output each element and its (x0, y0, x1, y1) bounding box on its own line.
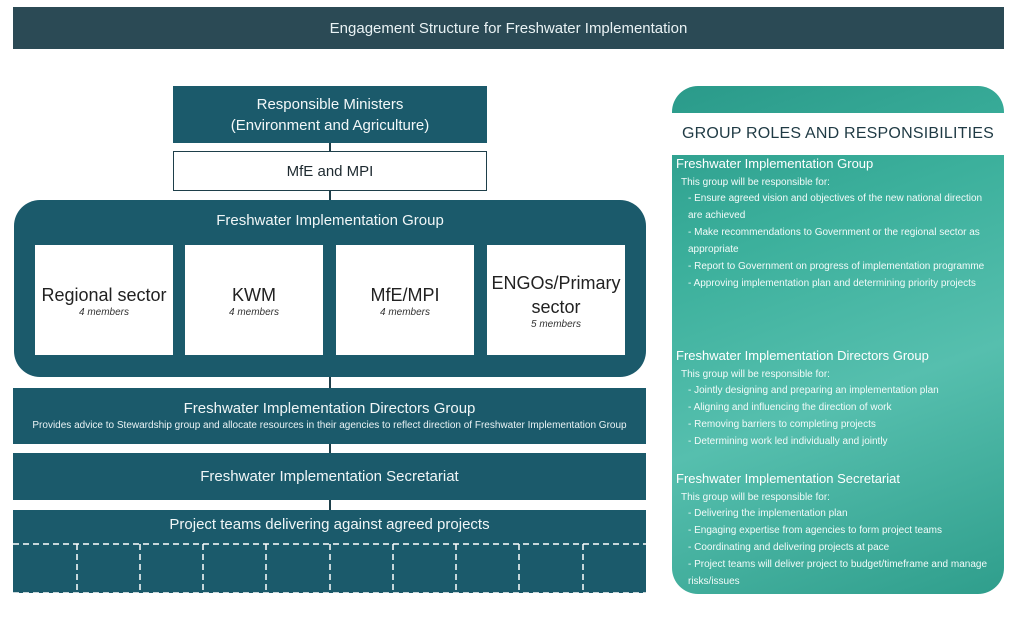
role-section-secretariat: Freshwater Implementation Secretariat Th… (672, 471, 1004, 590)
role-item: Determining work led individually and jo… (688, 433, 998, 450)
role-title: Freshwater Implementation Directors Grou… (676, 348, 929, 363)
role-item: Jointly designing and preparing an imple… (688, 382, 998, 399)
member-name: Regional sector (41, 284, 167, 305)
member-box-regional-sector: Regional sector 4 members (35, 245, 173, 355)
member-name: KWM (232, 284, 276, 305)
mfe-mpi-node: MfE and MPI (173, 151, 487, 191)
role-item: Report to Government on progress of impl… (688, 258, 998, 275)
role-list: Delivering the implementation plan Engag… (672, 505, 1004, 590)
directors-group-title: Freshwater Implementation Directors Grou… (183, 400, 476, 417)
role-item: Approving implementation plan and determ… (688, 275, 998, 292)
role-item: Project teams will deliver project to bu… (688, 556, 998, 590)
role-item: Aligning and influencing the direction o… (688, 399, 998, 416)
role-list: Jointly designing and preparing an imple… (672, 382, 1004, 450)
roles-heading: GROUP ROLES AND RESPONSIBILITIES (672, 113, 1004, 155)
ministers-line1: Responsible Ministers (256, 95, 404, 113)
role-section-directors-group: Freshwater Implementation Directors Grou… (672, 348, 1004, 450)
project-teams-node: Project teams delivering against agreed … (13, 510, 646, 593)
directors-group-node: Freshwater Implementation Directors Grou… (13, 388, 646, 444)
page-title: Engagement Structure for Freshwater Impl… (13, 7, 1004, 49)
project-team-slots (13, 543, 646, 593)
role-item: Ensure agreed vision and objectives of t… (688, 190, 998, 224)
role-title: Freshwater Implementation Secretariat (676, 471, 900, 486)
project-teams-title: Project teams delivering against agreed … (169, 516, 490, 533)
connector-line (329, 444, 331, 453)
implementation-group-title: Freshwater Implementation Group (216, 212, 444, 229)
member-count: 5 members (530, 318, 581, 330)
role-item: Removing barriers to completing projects (688, 416, 998, 433)
member-name: ENGOs/Primary sector (491, 272, 621, 317)
member-box-engos-primary-sector: ENGOs/Primary sector 5 members (487, 245, 625, 355)
connector-line (329, 191, 331, 200)
member-count: 4 members (228, 306, 279, 318)
role-section-implementation-group: Freshwater Implementation Group This gro… (672, 156, 1004, 292)
member-count: 4 members (379, 306, 430, 318)
member-count: 4 members (78, 306, 129, 318)
connector-line (329, 143, 331, 151)
connector-line (329, 500, 331, 510)
role-item: Delivering the implementation plan (688, 505, 998, 522)
directors-group-description: Provides advice to Stewardship group and… (32, 420, 627, 431)
role-item: Engaging expertise from agencies to form… (688, 522, 998, 539)
member-name: MfE/MPI (370, 284, 440, 305)
member-box-kwm: KWM 4 members (185, 245, 323, 355)
role-intro: This group will be responsible for: (681, 177, 830, 188)
connector-line (329, 377, 331, 388)
role-intro: This group will be responsible for: (681, 369, 830, 380)
role-item: Make recommendations to Government or th… (688, 224, 998, 258)
member-box-mfe-mpi: MfE/MPI 4 members (336, 245, 474, 355)
role-item: Coordinating and delivering projects at … (688, 539, 998, 556)
role-title: Freshwater Implementation Group (676, 156, 874, 171)
implementation-group-node: Freshwater Implementation Group Regional… (14, 200, 646, 377)
secretariat-node: Freshwater Implementation Secretariat (13, 453, 646, 500)
role-list: Ensure agreed vision and objectives of t… (672, 190, 1004, 292)
roles-panel: GROUP ROLES AND RESPONSIBILITIES Freshwa… (672, 86, 1004, 594)
ministers-node: Responsible Ministers (Environment and A… (173, 86, 487, 143)
ministers-line2: (Environment and Agriculture) (230, 116, 430, 134)
role-intro: This group will be responsible for: (681, 492, 830, 503)
